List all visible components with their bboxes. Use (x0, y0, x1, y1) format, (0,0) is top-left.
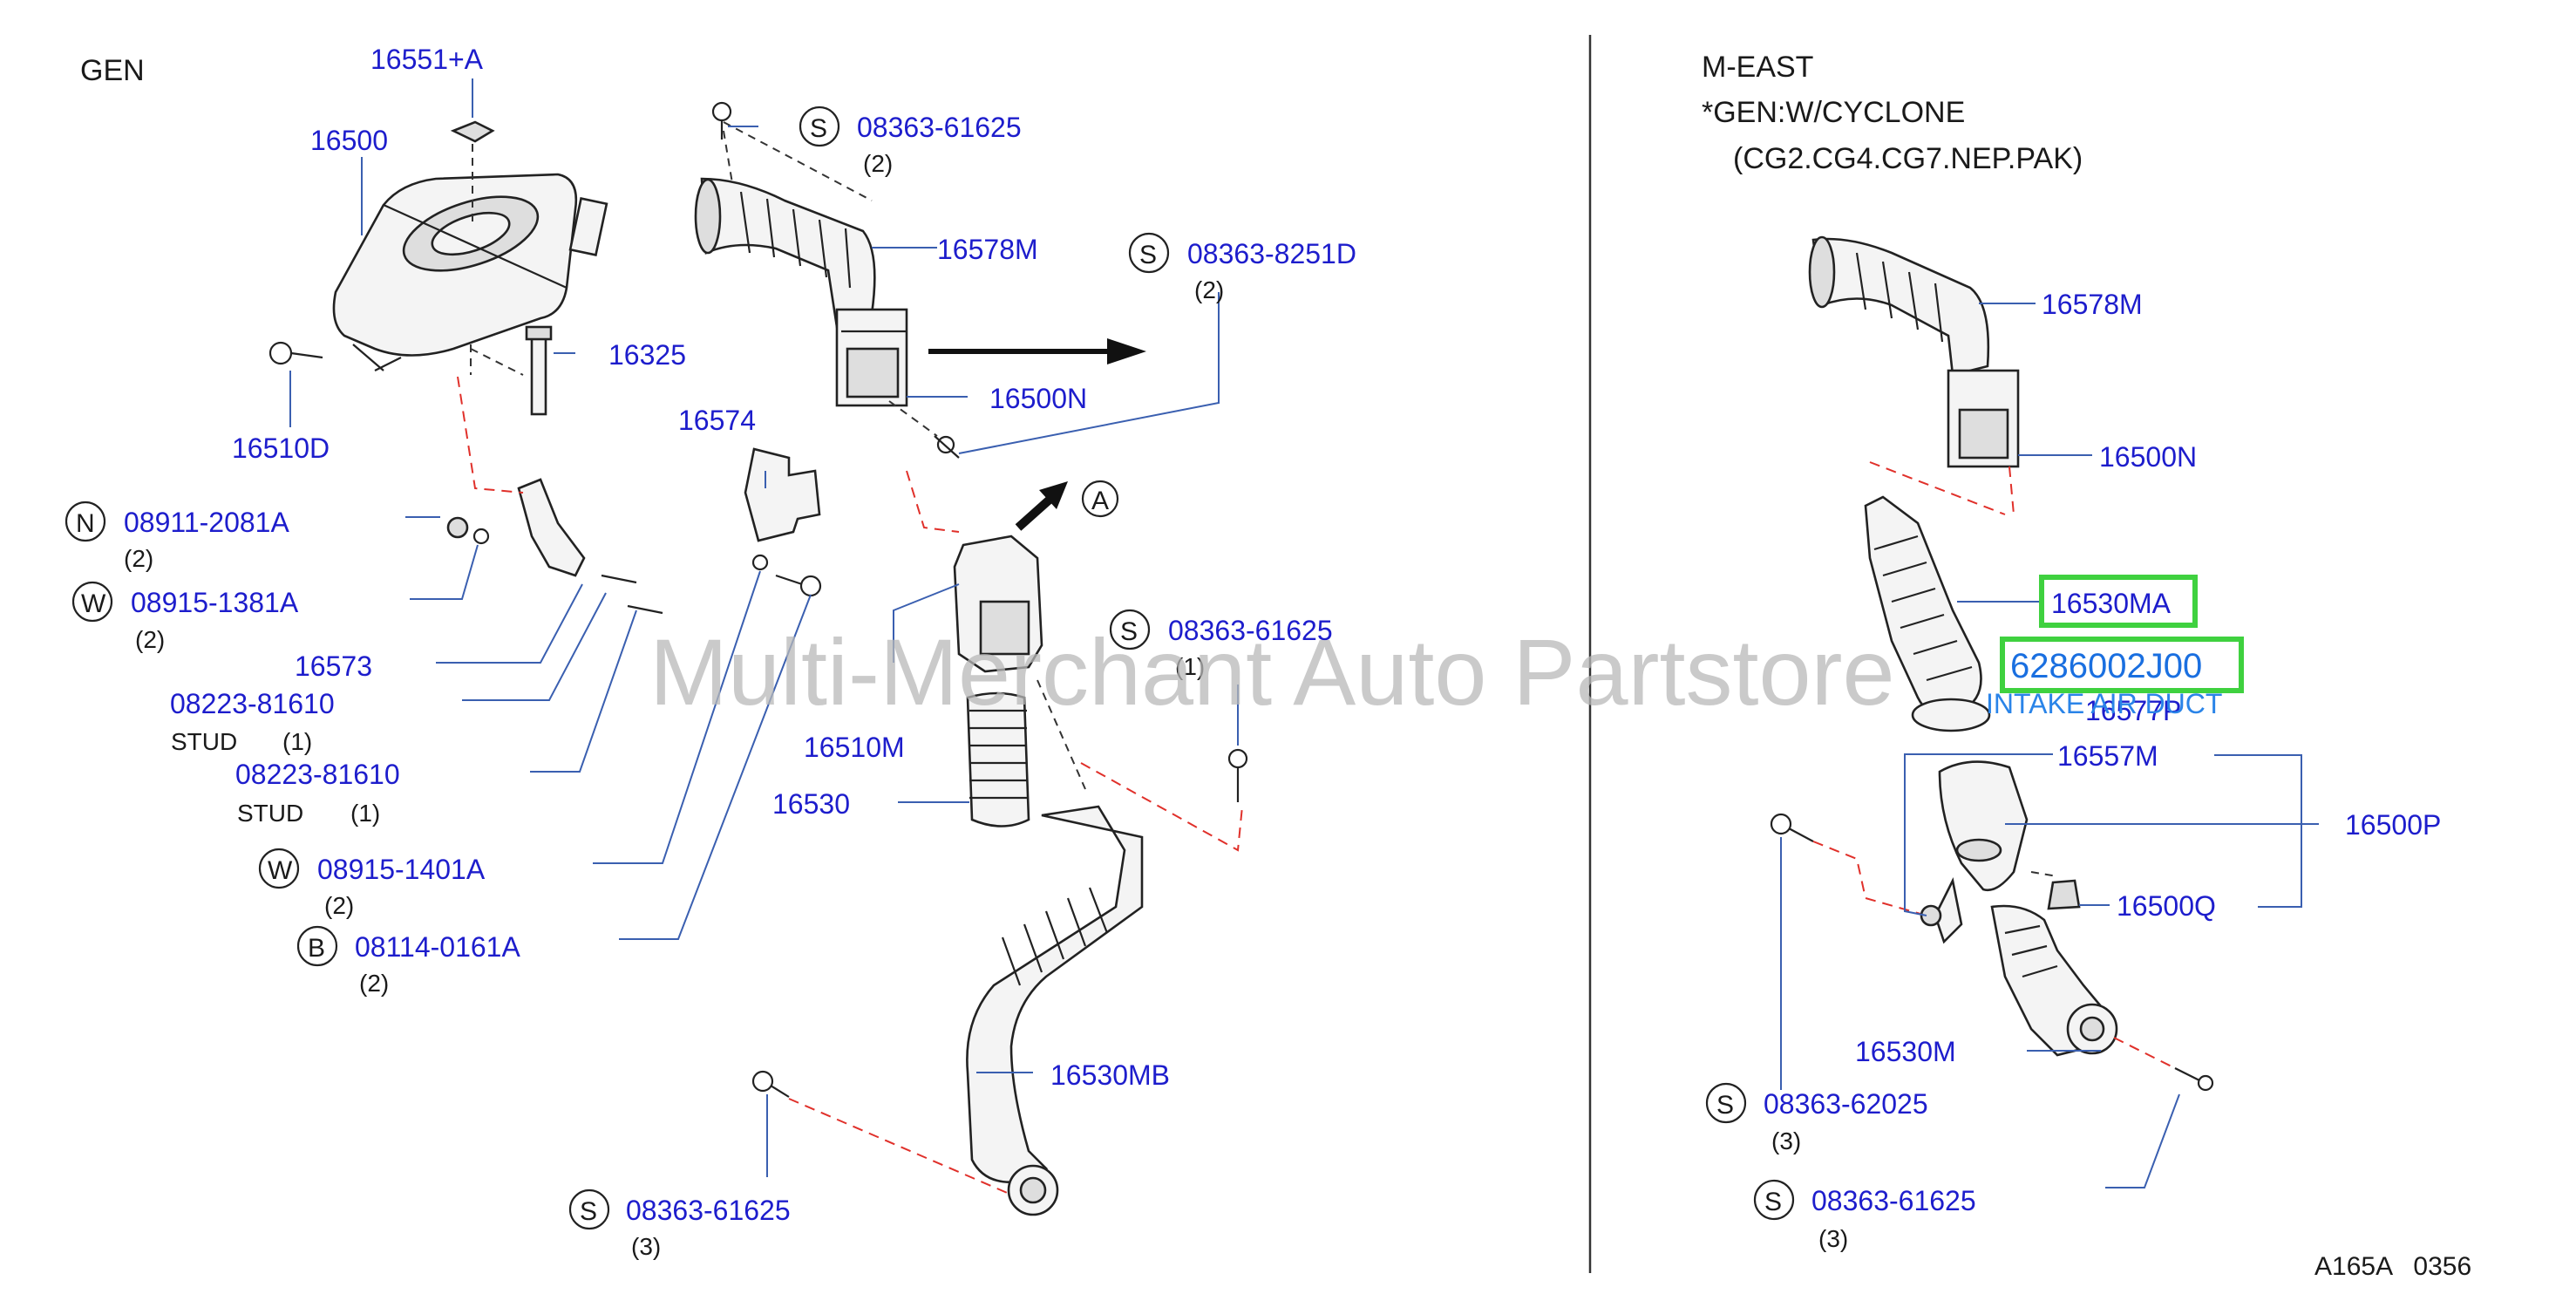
fastener-part-number: 08363-61625 (626, 1195, 791, 1226)
fastener-qty: (1) (1175, 653, 1205, 680)
duct-16530ma-drawing (1864, 495, 1991, 732)
fastener-qty: (2) (135, 626, 165, 653)
air-cleaner-drawing (332, 173, 608, 371)
fastener-symbol: S (1139, 241, 1157, 269)
fastener-part-number: 08114-0161A (355, 931, 520, 963)
fastener-symbol: S (1120, 617, 1138, 646)
label-16500n-right: 16500N (2099, 441, 2197, 473)
section-subtitle-cyclone: *GEN:W/CYCLONE (1702, 96, 1965, 129)
label-16510d: 16510D (232, 432, 330, 464)
label-16530: 16530 (772, 788, 850, 820)
label-16557m: 16557M (2057, 740, 2158, 772)
bolt-b-drawing (799, 575, 822, 597)
watermark: Multi-Merchant Auto Partstore (649, 619, 1895, 725)
highlight-description: INTAKE AIR DUCT (1986, 688, 2222, 719)
fastener-qty: (2) (124, 545, 153, 572)
fastener-symbol: S (810, 114, 827, 143)
stud-part-number: 08223-81610 (170, 688, 335, 719)
duct-16578m-right-drawing (1808, 235, 1990, 377)
highlight-box-part (2039, 575, 2198, 628)
fastener-symbol: S (1716, 1091, 1734, 1120)
stud-qty: (1) (282, 728, 312, 755)
label-16500n: 16500N (989, 383, 1087, 414)
label-16510m: 16510M (804, 732, 905, 763)
stud-drawing-2 (627, 604, 663, 615)
stud-part-number: 08223-81610 (235, 759, 400, 790)
label-16577p: 16577P (2085, 695, 2181, 726)
section-title-m-east: M-EAST (1702, 51, 1813, 84)
bolt-61625-right-drawing (2174, 1067, 2214, 1092)
fastener-part-number: 08915-1401A (317, 854, 486, 885)
cyclone-16500p-drawing (1934, 760, 2029, 944)
fastener-symbol: S (580, 1197, 597, 1226)
fastener-part-number: 08363-61625 (857, 112, 1022, 143)
fastener-part-number: 08363-8251D (1187, 238, 1356, 269)
bolt-top-drawing (711, 101, 732, 140)
section-title-gen: GEN (80, 54, 145, 87)
label-16578m: 16578M (937, 234, 1038, 265)
stud-drawing-1 (601, 574, 637, 584)
fastener-symbol: S (1764, 1188, 1782, 1216)
adapter-16500n-drawing (835, 308, 908, 407)
cap-16500q-drawing (2047, 879, 2081, 910)
bolt-16510d-drawing (268, 341, 323, 365)
bolt-61625-1-drawing (1227, 748, 1248, 802)
fastener-symbol: B (308, 934, 325, 963)
fastener-qty: (2) (324, 892, 354, 919)
stud-name: STUD (171, 728, 237, 755)
duct-16530mb-drawing (966, 805, 1144, 1216)
label-16530m: 16530M (1855, 1036, 1956, 1067)
bolt-61625-3-drawing (751, 1070, 790, 1098)
fastener-part-number: 08363-62025 (1764, 1088, 1928, 1120)
fastener-part-number: 08911-2081A (124, 507, 289, 538)
label-16500p: 16500P (2345, 809, 2441, 841)
clip-drawing (450, 120, 495, 143)
fastener-part-number: 08363-61625 (1168, 615, 1333, 646)
fastener-symbol: W (268, 856, 293, 885)
nut-drawing (446, 516, 469, 539)
arrow-a-label: A (1091, 487, 1109, 515)
label-16500q: 16500Q (2117, 890, 2216, 922)
label-16500: 16500 (310, 125, 388, 156)
housing-16510m-drawing (953, 535, 1043, 673)
label-16530mb: 16530MB (1050, 1059, 1170, 1091)
fastener-part-number: 08915-1381A (131, 587, 299, 618)
duct-16578m-drawing (694, 177, 876, 329)
highlight-box-oem (2000, 637, 2244, 693)
label-16578m-right: 16578M (2042, 289, 2143, 320)
label-16573: 16573 (295, 650, 372, 682)
adapter-16500n-right-drawing (1947, 369, 2020, 468)
highlight-part-number: 6286002J00 (2010, 647, 2202, 685)
bracket-16573-drawing (517, 478, 586, 577)
arrow-a (1015, 495, 1054, 531)
sensor-drawing (525, 325, 553, 416)
fastener-qty: (2) (359, 970, 389, 997)
fastener-part-number: 08363-61625 (1811, 1185, 1976, 1216)
bracket-16574-drawing (744, 447, 821, 542)
label-16574: 16574 (678, 405, 756, 436)
fastener-qty: (3) (1771, 1127, 1801, 1154)
fastener-qty: (3) (631, 1233, 661, 1260)
washer-drawing (472, 528, 490, 545)
fastener-qty: (2) (1194, 276, 1224, 303)
label-16530ma: 16530MA (2051, 588, 2172, 619)
label-16325: 16325 (608, 339, 686, 371)
bolt-8251d-drawing (934, 435, 960, 459)
section-subtitle-markets: (CG2.CG4.CG7.NEP.PAK) (1733, 142, 2083, 175)
stud-name: STUD (237, 800, 303, 827)
fastener-qty: (2) (863, 150, 893, 177)
fastener-qty: (3) (1818, 1225, 1848, 1252)
bolt-62025-drawing (1770, 813, 1814, 842)
label-16551a: 16551+A (370, 44, 484, 75)
hose-16530-drawing (966, 691, 1030, 827)
fastener-symbol: N (76, 509, 95, 538)
fastener-symbol: W (81, 589, 106, 618)
duct-16530m-drawing (1990, 904, 2118, 1057)
diagram-code: A165A 0356 (2314, 1252, 2471, 1281)
stud-qty: (1) (350, 800, 380, 827)
